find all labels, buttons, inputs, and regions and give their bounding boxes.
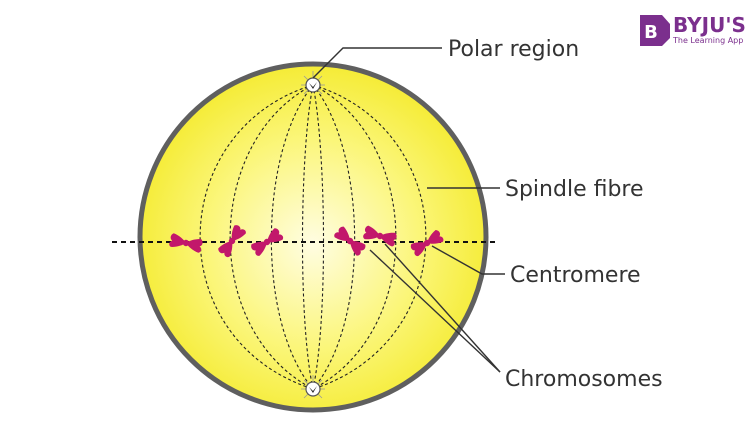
chromosomes-leader-1 [369,249,501,373]
logo-tagline: The Learning App [672,36,743,45]
spindle-fibre-label: Spindle fibre [505,177,644,202]
centromere-leader [431,245,505,275]
chromosomes-label: Chromosomes [505,367,663,392]
chromosomes-leader-2 [384,243,501,373]
centromere-label: Centromere [510,263,641,288]
cell-body [137,61,489,413]
logo-badge-letter: B [644,22,658,43]
logo-badge-icon [640,15,670,46]
top-pole [301,71,325,95]
polar-region-leader [312,47,442,79]
bottom-pole [301,375,325,399]
spindle-fibres [199,84,427,390]
logo-name: BYJU'S [673,13,746,37]
polar-region-label: Polar region [448,37,579,62]
byjus-logo: B BYJU'S The Learning App [640,13,746,46]
